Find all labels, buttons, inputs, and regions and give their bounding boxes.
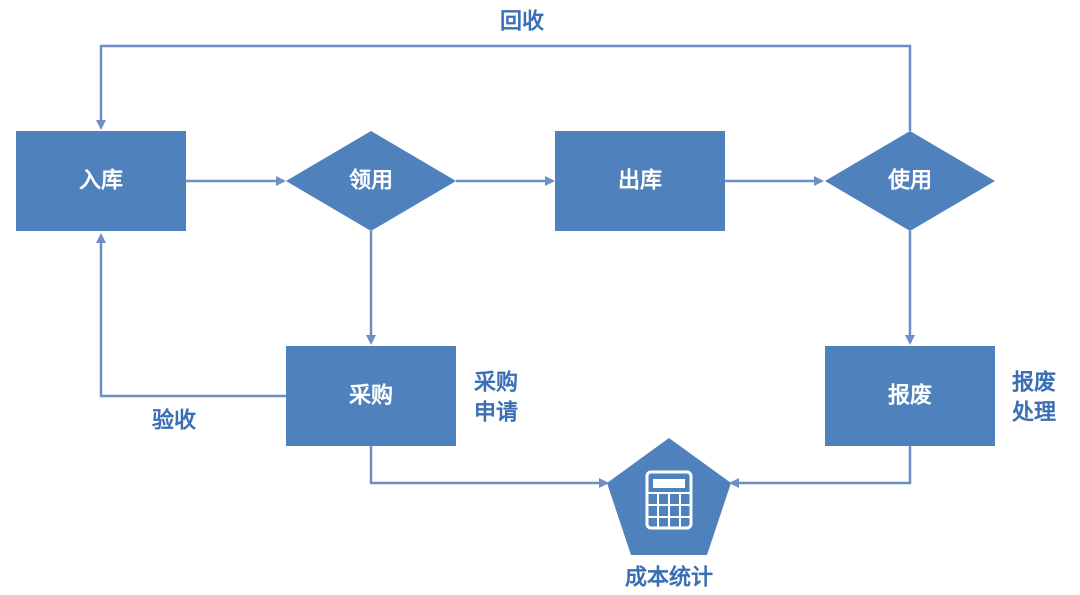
node-cost-statistics-label: 成本统计	[625, 565, 713, 591]
connectors	[96, 44, 915, 488]
arrow-caigou-to-ruku	[96, 233, 286, 398]
label-baofei-chuli-line2: 处理	[1011, 400, 1056, 426]
label-huishou: 回收	[500, 9, 544, 35]
node-chuku-label: 出库	[618, 169, 662, 194]
label-baofei-chuli-line1: 报废	[1012, 370, 1056, 396]
node-shiyong-label: 使用	[887, 169, 932, 194]
label-caigou-shenqing-line2: 申请	[474, 400, 518, 426]
node-ruku-label: 入库	[79, 169, 123, 194]
node-caigou-label: 采购	[349, 383, 393, 409]
label-caigou-shenqing-line1: 采购	[474, 370, 518, 396]
label-yanshou: 验收	[152, 408, 196, 434]
node-shiyong: 使用	[825, 131, 995, 231]
calculator-icon	[645, 470, 693, 530]
arrow-baofei-to-cost	[729, 446, 912, 488]
node-ruku: 入库	[16, 131, 186, 231]
node-cost-statistics	[607, 438, 731, 555]
node-baofei-label: 报废	[888, 383, 932, 409]
node-lingyong: 领用	[286, 131, 456, 231]
node-caigou: 采购	[286, 346, 456, 446]
arrow-recycle-shiyong-to-ruku	[96, 44, 912, 131]
node-lingyong-label: 领用	[349, 168, 393, 194]
arrow-caigou-to-cost	[369, 446, 609, 488]
node-baofei: 报废	[825, 346, 995, 446]
node-chuku: 出库	[555, 131, 725, 231]
